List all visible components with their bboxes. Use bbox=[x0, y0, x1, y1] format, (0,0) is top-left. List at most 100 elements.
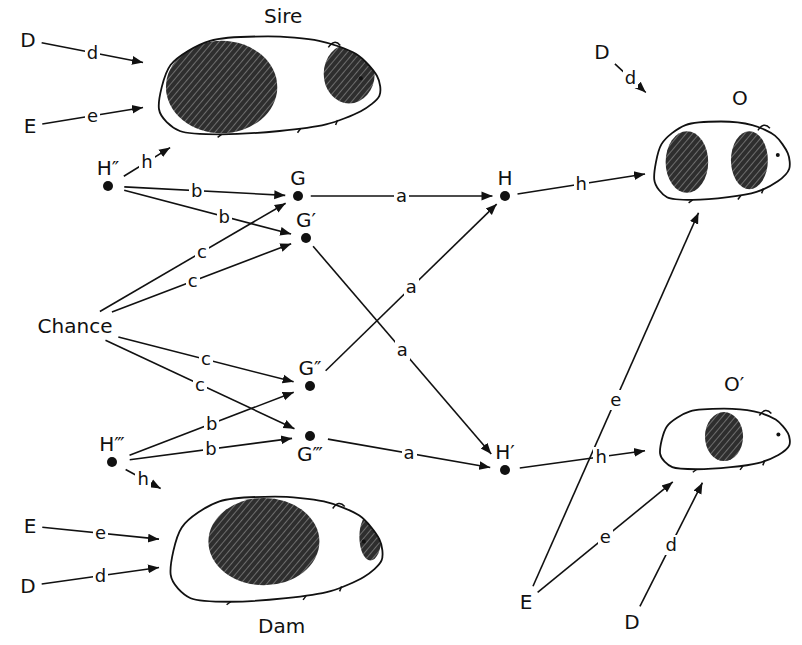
guinea-pig-eye bbox=[776, 433, 780, 437]
variable-box: D bbox=[621, 609, 642, 635]
coat-patches bbox=[208, 498, 381, 585]
path-coefficient: a bbox=[394, 186, 409, 206]
coefficient-holder: d bbox=[663, 535, 678, 555]
coefficient-holder: h bbox=[135, 469, 150, 489]
coat-patches bbox=[666, 131, 768, 193]
variable-dot bbox=[305, 431, 315, 441]
path-node: H‴ bbox=[97, 432, 126, 468]
guinea-pig-outline bbox=[654, 122, 790, 200]
guinea-pig-eye bbox=[776, 153, 780, 157]
path-coefficient: b bbox=[217, 207, 232, 227]
connector-group bbox=[42, 43, 703, 607]
coefficient-holder: b bbox=[189, 181, 204, 201]
node-label: D bbox=[624, 610, 639, 634]
path-coefficient: d bbox=[663, 535, 678, 555]
guinea-pig-figure bbox=[162, 490, 388, 612]
coefficient-holder: a bbox=[402, 443, 417, 463]
path-node: G″ bbox=[297, 356, 324, 392]
variable-box: E bbox=[517, 589, 536, 615]
guinea-pig-feet bbox=[689, 188, 764, 202]
node-label: H‴ bbox=[99, 432, 124, 456]
guinea-pig-outline bbox=[660, 409, 790, 470]
guinea-pig-body bbox=[660, 409, 790, 470]
path-coefficient: e bbox=[598, 527, 613, 547]
path-arrow bbox=[124, 187, 285, 195]
path-coefficient: c bbox=[195, 242, 209, 262]
variable-box: E bbox=[21, 113, 40, 139]
guinea-pig-body bbox=[171, 497, 383, 602]
node-label: D bbox=[20, 28, 35, 52]
path-arrow bbox=[538, 482, 673, 593]
path-coefficient: h bbox=[574, 174, 589, 194]
guinea-pig-feet bbox=[227, 586, 342, 604]
coat-patch bbox=[324, 44, 375, 103]
coefficient-holder: d bbox=[623, 68, 638, 88]
guinea-pig-ear bbox=[333, 503, 345, 508]
path-coefficient: a bbox=[402, 443, 417, 463]
path-node: G‴ bbox=[295, 430, 325, 466]
guinea-pig-node: O bbox=[648, 86, 796, 210]
guinea-pig-ear bbox=[328, 42, 340, 47]
path-node: H″ bbox=[95, 156, 122, 192]
node-label: G bbox=[290, 166, 306, 190]
coefficient-holder: c bbox=[195, 242, 209, 262]
path-node: H bbox=[495, 166, 514, 202]
variable-dot bbox=[500, 191, 510, 201]
guinea-pig-node: Sire bbox=[146, 4, 388, 146]
coefficient-holder: d bbox=[93, 566, 108, 586]
coefficient-holder: e bbox=[598, 527, 613, 547]
path-node: G bbox=[288, 166, 308, 202]
path-arrow bbox=[126, 469, 161, 488]
path-arrow bbox=[100, 203, 286, 311]
path-coefficient: e bbox=[93, 523, 108, 543]
path-coefficient: d bbox=[85, 43, 100, 63]
coat-patch bbox=[731, 131, 768, 189]
path-arrow bbox=[124, 190, 291, 234]
variable-dot bbox=[293, 191, 303, 201]
node-label: Chance bbox=[38, 314, 113, 338]
path-coefficient: h bbox=[139, 152, 154, 172]
variable-box: E bbox=[21, 513, 40, 539]
node-label: E bbox=[24, 114, 37, 138]
guinea-pig-feet bbox=[218, 120, 338, 137]
coefficient-holder: h bbox=[593, 447, 608, 467]
path-node: H′ bbox=[493, 440, 517, 476]
path-arrow bbox=[313, 246, 491, 454]
variable-box: D bbox=[591, 39, 612, 65]
guinea-pig-ear bbox=[758, 125, 770, 130]
guinea-pig-body bbox=[654, 122, 790, 200]
variable-box: D bbox=[17, 573, 38, 599]
node-label: E bbox=[520, 590, 533, 614]
path-coefficient: a bbox=[404, 277, 419, 297]
node-label: H′ bbox=[495, 440, 515, 464]
coat-patch bbox=[208, 498, 319, 585]
path-arrow bbox=[533, 213, 699, 587]
coefficient-holder: d bbox=[85, 43, 100, 63]
node-label: G″ bbox=[299, 356, 322, 380]
path-coefficient: e bbox=[85, 106, 100, 126]
variable-box: D bbox=[17, 27, 38, 53]
path-arrow bbox=[520, 451, 645, 468]
path-arrow bbox=[105, 340, 294, 428]
path-coefficient: c bbox=[199, 349, 213, 369]
path-arrow bbox=[640, 483, 703, 607]
node-label: O′ bbox=[724, 372, 744, 396]
path-coefficient: d bbox=[623, 68, 638, 88]
variable-dot bbox=[500, 465, 510, 475]
node-label: G′ bbox=[296, 208, 316, 232]
variable-dot bbox=[107, 457, 117, 467]
node-label: D bbox=[594, 40, 609, 64]
coefficient-holder: a bbox=[395, 340, 410, 360]
coefficient-holder: c bbox=[186, 271, 200, 291]
guinea-pig-figure bbox=[648, 116, 794, 208]
node-label: D bbox=[20, 574, 35, 598]
coefficient-holder: h bbox=[139, 152, 154, 172]
node-label: H bbox=[497, 166, 512, 190]
variable-box: Chance bbox=[35, 313, 116, 339]
path-arrow bbox=[326, 204, 497, 371]
variable-dot bbox=[103, 181, 113, 191]
guinea-pig-eye bbox=[359, 76, 363, 80]
guinea-pig-eye bbox=[362, 540, 366, 544]
guinea-pig-outline bbox=[159, 36, 381, 134]
